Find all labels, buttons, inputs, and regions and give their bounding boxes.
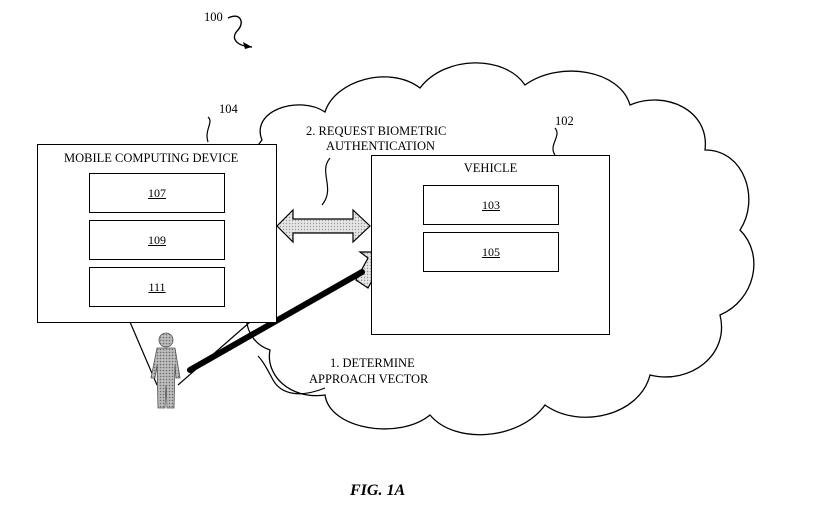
ref-100-label: 100 bbox=[204, 10, 223, 24]
request-double-arrow bbox=[276, 208, 371, 244]
step-1-label-line2: APPROACH VECTOR bbox=[309, 372, 429, 386]
step-2-label-line1: 2. REQUEST BIOMETRIC bbox=[306, 124, 447, 138]
step-1-leader bbox=[257, 355, 326, 395]
component-label-109: 109 bbox=[148, 233, 166, 247]
component-box-109: 109 bbox=[89, 220, 225, 260]
component-box-111: 111 bbox=[89, 267, 225, 307]
ref-102-label: 102 bbox=[555, 114, 574, 128]
ref-100-arrowhead bbox=[243, 42, 252, 49]
component-box-107: 107 bbox=[89, 173, 225, 213]
vehicle-title: VEHICLE bbox=[463, 161, 518, 175]
step-2-leader bbox=[321, 157, 331, 206]
mobile-device-title: MOBILE COMPUTING DEVICE bbox=[64, 151, 239, 165]
step-2-label-line2: AUTHENTICATION bbox=[326, 139, 436, 153]
mobile-computing-device-box: MOBILE COMPUTING DEVICE 107 109 111 bbox=[37, 144, 277, 323]
component-box-105: 105 bbox=[423, 232, 559, 272]
component-label-103: 103 bbox=[482, 198, 500, 212]
step-1-label-line1: 1. DETERMINE bbox=[330, 356, 415, 370]
ref-102-leader bbox=[552, 127, 558, 156]
component-box-103: 103 bbox=[423, 185, 559, 225]
ref-104-leader bbox=[206, 116, 211, 143]
component-label-111: 111 bbox=[148, 280, 166, 294]
component-label-105: 105 bbox=[482, 245, 500, 259]
component-label-107: 107 bbox=[148, 186, 166, 200]
ref-100-leader bbox=[227, 15, 253, 48]
person-figure bbox=[150, 332, 181, 409]
vehicle-box: VEHICLE 103 105 bbox=[371, 155, 610, 335]
ref-104-label: 104 bbox=[219, 102, 238, 116]
figure-caption: FIG. 1A bbox=[350, 482, 406, 499]
